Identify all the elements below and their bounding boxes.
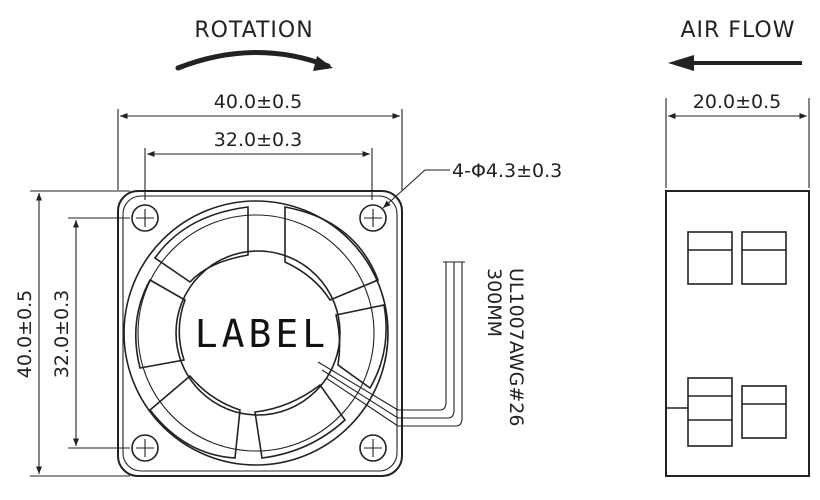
- lead-wires: [396, 261, 465, 427]
- fan-blades: [135, 206, 387, 459]
- cable-spec-label: UL1007AWG#26: [505, 268, 527, 426]
- fan-frame-outline: [117, 190, 403, 477]
- rotation-arrow: [175, 50, 331, 71]
- fan-housing-circle: [123, 200, 389, 466]
- hole-spacing-width-label: 32.0±0.3: [214, 129, 302, 151]
- hole-callout-leader: [382, 169, 426, 209]
- overall-width-label: 40.0±0.5: [214, 91, 302, 113]
- hub-label: LABEL: [195, 312, 329, 356]
- mounting-hole: [359, 434, 387, 462]
- side-view: 20.0±0.5: [665, 91, 810, 477]
- mounting-holes-label: 4-Φ4.3±0.3: [452, 160, 562, 182]
- air-flow-arrowhead: [668, 55, 694, 71]
- side-clip: [666, 377, 787, 447]
- rotation-arrowhead: [313, 56, 333, 71]
- mounting-hole: [131, 204, 159, 232]
- mounting-hole: [131, 434, 159, 462]
- cable-length-label: 300MM: [483, 268, 505, 337]
- overall-height-label: 40.0±0.5: [14, 290, 36, 378]
- rotation-title: ROTATION: [194, 18, 313, 43]
- fan-hub: [175, 250, 341, 416]
- front-view: 40.0±0.5 32.0±0.3 40.0±0.5 32.0±0.3: [14, 91, 562, 477]
- side-clip: [687, 231, 787, 285]
- mounting-hole: [359, 204, 387, 232]
- air-flow-title: AIR FLOW: [680, 18, 795, 43]
- fan-housing-inner-circle: [137, 214, 375, 452]
- wire-channel: [317, 361, 399, 427]
- fan-frame-inner: [122, 195, 398, 472]
- hole-spacing-height-label: 32.0±0.3: [51, 290, 73, 378]
- side-frame-outline: [665, 190, 810, 477]
- thickness-label: 20.0±0.5: [693, 91, 781, 113]
